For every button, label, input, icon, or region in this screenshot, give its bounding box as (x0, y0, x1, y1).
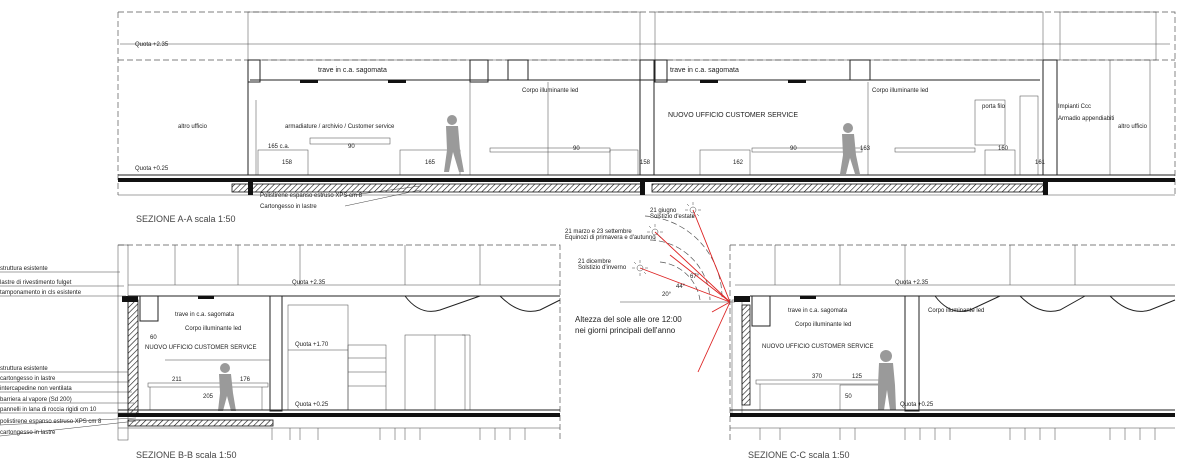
person-figure-cc (878, 350, 896, 410)
aa-dim-4: 165 (425, 160, 436, 166)
aa-cartongesso-label: Cartongesso in lastre (260, 204, 317, 210)
sun-icon (647, 224, 663, 240)
cc-dim-2: 125 (852, 374, 863, 380)
bb-legend: struttura esistente lastre di rivestimen… (0, 266, 102, 436)
aa-polistirene-label: Polistirene espanso estruso XPS cm 8 (260, 193, 363, 199)
bb-legend-leaders (0, 271, 137, 437)
sun-angle-44: 44° (676, 284, 686, 290)
aa-dim-6: 158 (640, 160, 651, 166)
sun-angle-diagram: 21 giugno Solstizio d'estate 21 marzo e … (565, 202, 735, 373)
cc-dim-1: 370 (812, 374, 823, 380)
sun-label-dicembre: 21 dicembre Solstizio d'inverno (578, 259, 627, 271)
bb-dim-4: 60 (150, 335, 157, 341)
bb-legend-item-4: struttura esistente (0, 366, 48, 372)
bb-corpo-label: Corpo illuminante led (185, 326, 241, 332)
bb-legend-item-3: tamponamento in cls esistente (0, 290, 82, 296)
person-figure-bb (218, 363, 236, 411)
bb-legend-item-8: pannelli in lana di roccia rigidi cm 10 (0, 407, 97, 413)
cc-trave-label: trave in c.a. sagomata (788, 308, 848, 314)
bb-quota-b: Quota +1.70 (295, 342, 329, 348)
aa-dim-7: 162 (733, 160, 744, 166)
aa-dim-8: 90 (790, 146, 797, 152)
aa-nuovo-ufficio-label: NUOVO UFFICIO CUSTOMER SERVICE (668, 112, 798, 119)
section-aa: Quota +2.35 trave in c.a. sagomata trave… (117, 11, 1176, 224)
aa-trave-label-1: trave in c.a. sagomata (318, 67, 387, 74)
sun-label-marzo-line1: 21 marzo e 23 settembre (565, 229, 632, 235)
aa-dimension-labels: 165 c.a. 158 90 165 90 158 162 90 163 16… (268, 144, 1046, 166)
bb-dim-1: 211 (172, 377, 182, 383)
person-figure-aa-2 (840, 123, 860, 174)
aa-corpo-label-1: Corpo illuminante led (522, 88, 578, 94)
bb-legend-item-6: intercapedine non ventilata (0, 386, 72, 392)
sun-label-giugno-line2: Solstizio d'estate (650, 214, 695, 220)
cc-section-title: SEZIONE C-C scala 1:50 (748, 450, 850, 460)
bb-legend-item-7: barriera al vapore (Sd 200) (0, 397, 72, 403)
bb-dim-2: 176 (240, 377, 251, 383)
sun-icon (685, 202, 701, 218)
aa-dim-3: 90 (348, 144, 355, 150)
bb-quota-a: Quota +2.35 (292, 280, 326, 286)
aa-dim-9: 163 (860, 146, 871, 152)
cc-nuovo-ufficio-label: NUOVO UFFICIO CUSTOMER SERVICE (762, 344, 873, 350)
cc-quota-top: Quota +2.35 (895, 280, 929, 286)
sun-caption-1: Altezza del sole alle ore 12:00 (575, 315, 682, 324)
section-cc: Quota +2.35 trave in c.a. sagomata Corpo… (729, 244, 1176, 460)
bb-section-title: SEZIONE B-B scala 1:50 (136, 450, 237, 460)
section-bb: struttura esistente lastre di rivestimen… (0, 244, 561, 460)
aa-dim-2: 158 (282, 160, 293, 166)
aa-quota-floor: Quota +0.25 (135, 166, 169, 172)
sun-label-dicembre-line2: Solstizio d'inverno (578, 265, 627, 271)
cc-corpo-label-1: Corpo illuminante led (795, 322, 851, 328)
sun-angle-67: 67° (690, 274, 700, 280)
bb-nuovo-ufficio-label: NUOVO UFFICIO CUSTOMER SERVICE (145, 345, 256, 351)
bb-legend-item-9: polistirene espanso estruso XPS cm 8 (0, 419, 102, 425)
bb-trave-label: trave in c.a. sagomata (175, 312, 235, 318)
aa-section-title: SEZIONE A-A scala 1:50 (136, 214, 236, 224)
sun-label-giugno: 21 giugno Solstizio d'estate (650, 208, 695, 220)
sun-icon (632, 260, 648, 276)
aa-dim-10: 160 (998, 146, 1009, 152)
aa-dim-11: 161 (1035, 160, 1046, 166)
aa-armadio-label: Armadio appendiabiti (1058, 116, 1114, 122)
aa-quota-top: Quota +2.35 (135, 42, 169, 48)
aa-altro-ufficio-left: altro ufficio (178, 124, 208, 130)
bb-quota-c: Quota +0.25 (295, 402, 329, 408)
aa-porta-label: porta filo (982, 104, 1006, 110)
sun-angle-20: 20° (662, 292, 672, 298)
aa-armadiature-label: armadiature / archivio / Customer servic… (285, 124, 395, 130)
bb-legend-item-5: cartongesso in lastre (0, 376, 56, 382)
sun-label-giugno-line1: 21 giugno (650, 208, 677, 214)
cc-corpo-label-2: Corpo illuminante led (928, 308, 984, 314)
bb-legend-item-1: struttura esistente (0, 266, 48, 272)
cc-quota-floor: Quota +0.25 (900, 402, 934, 408)
sun-label-dicembre-line1: 21 dicembre (578, 259, 612, 265)
aa-corpo-label-2: Corpo illuminante led (872, 88, 928, 94)
aa-dim-1: 165 c.a. (268, 144, 290, 150)
person-figure-aa-1 (444, 115, 464, 172)
bb-legend-item-2: lastre di rivestimento fulget (0, 280, 72, 286)
aa-trave-label-2: trave in c.a. sagomata (670, 67, 739, 74)
sun-caption-2: nei giorni principali dell'anno (575, 326, 676, 335)
cc-dim-3: 50 (845, 394, 852, 400)
aa-dim-5: 90 (573, 146, 580, 152)
aa-altro-ufficio-right: altro ufficio (1118, 124, 1148, 130)
aa-impianti-label: Impianti Ccc (1058, 104, 1091, 110)
bb-legend-item-10: cartongesso in lastre (0, 430, 56, 436)
sun-label-marzo-line2: Equinozi di primavera e d'autunno (565, 235, 656, 241)
sun-label-marzo: 21 marzo e 23 settembre Equinozi di prim… (565, 229, 656, 241)
bb-dim-3: 205 (203, 394, 214, 400)
